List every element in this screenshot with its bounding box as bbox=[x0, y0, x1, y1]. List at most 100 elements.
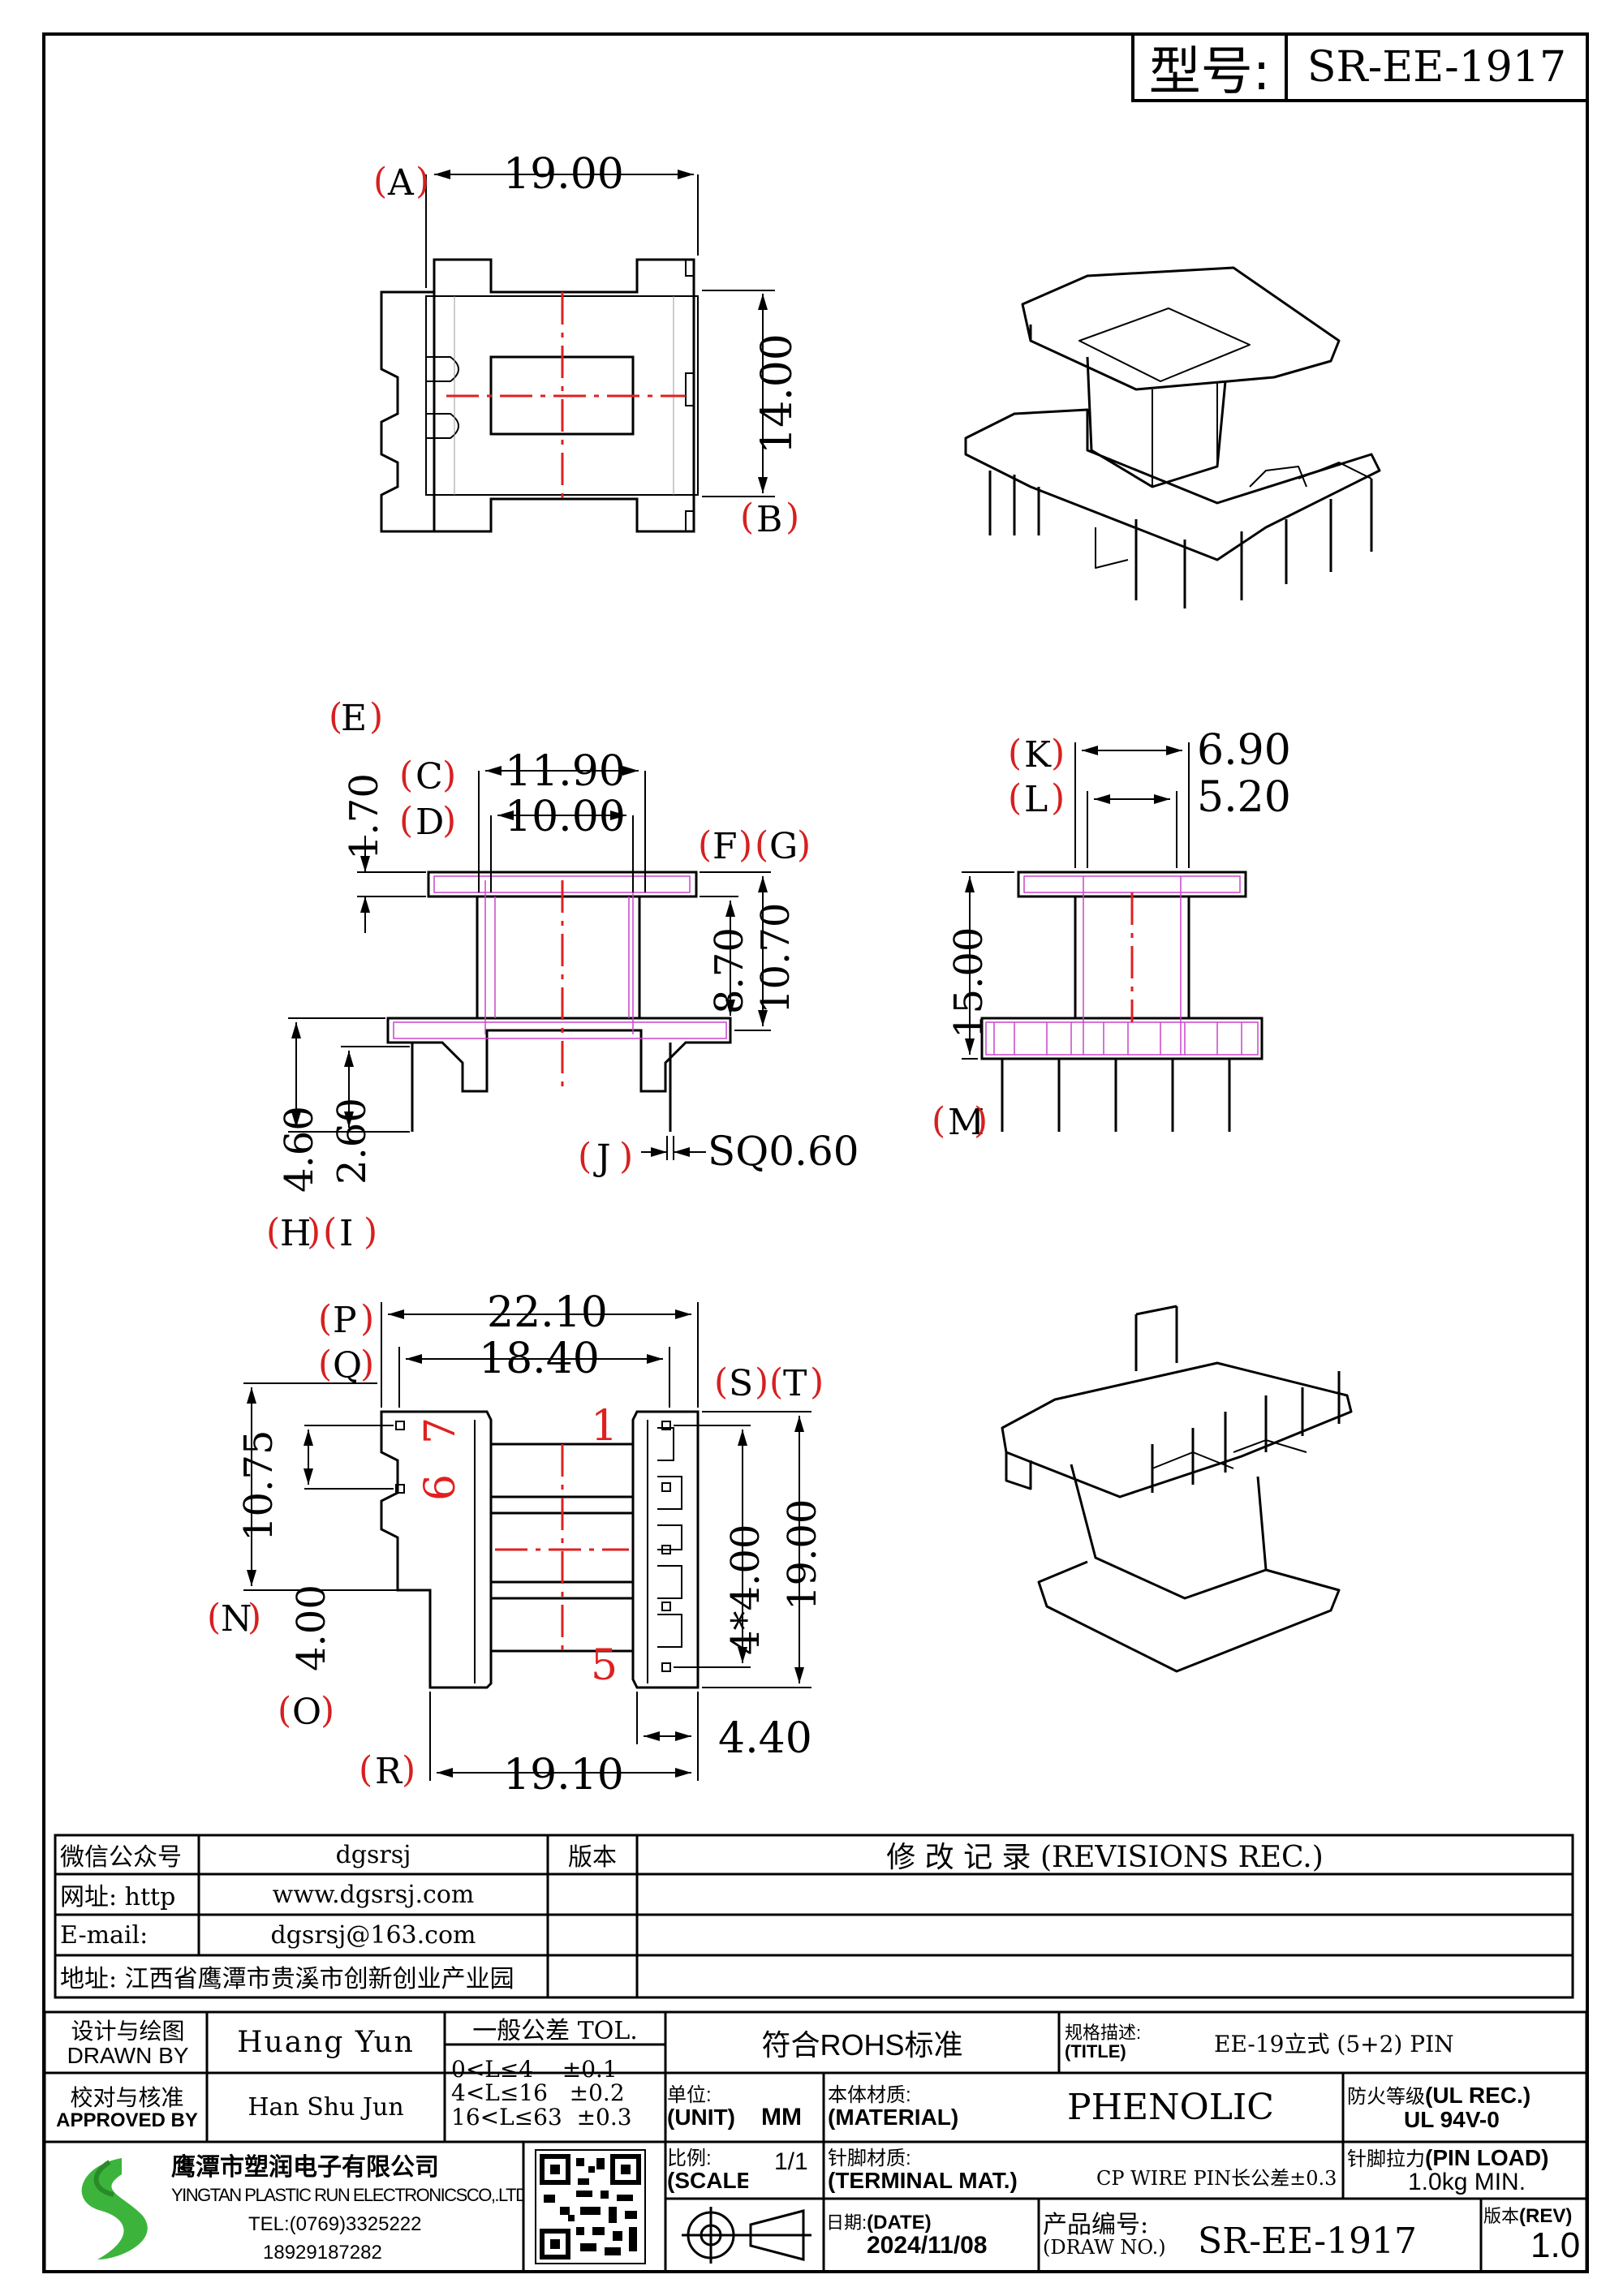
drawn-by-cn: 设计与绘图 bbox=[71, 2018, 185, 2045]
svg-text:): ) bbox=[619, 1136, 633, 1177]
isometric-view-bottom bbox=[1001, 1305, 1353, 1673]
dim-label-J: J bbox=[593, 1137, 611, 1179]
email-value: dgsrsj@163.com bbox=[270, 1920, 476, 1950]
approved-by-en: APPROVED BY bbox=[56, 2109, 198, 2131]
dim-label-S: S bbox=[729, 1363, 753, 1404]
dim-bottom-n: 4.00 bbox=[289, 1584, 334, 1671]
dim-side-k: 6.90 bbox=[1197, 726, 1291, 775]
pin-load: 针脚拉力(PIN LOAD) 1.0kg MIN. bbox=[1347, 2143, 1586, 2197]
wechat-value: dgsrsj bbox=[335, 1840, 411, 1869]
dim-label-T: T bbox=[783, 1363, 807, 1404]
svg-text:): ) bbox=[786, 497, 799, 538]
drawn-by-name: Huang Yun bbox=[237, 2026, 415, 2059]
drawn-by-en: DRAWN BY bbox=[67, 2042, 189, 2068]
qr-code bbox=[535, 2149, 646, 2264]
date-label-en: (DATE) bbox=[867, 2211, 932, 2234]
scale-label-cn: 比例: bbox=[667, 2147, 712, 2169]
company-name-cn: 鹰潭市塑润电子有限公司 bbox=[171, 2153, 439, 2181]
rev-value: 1.0 bbox=[1530, 2225, 1581, 2265]
draw-no-value: SR-EE-1917 bbox=[1198, 2221, 1418, 2262]
dim-front-g1: 8.70 bbox=[707, 927, 752, 1014]
pin-number-5: 5 bbox=[591, 1641, 618, 1690]
dim-front-e: 1.70 bbox=[342, 773, 387, 860]
terminal-label-en: (TERMINAL MAT.) bbox=[828, 2167, 1018, 2193]
svg-text:): ) bbox=[364, 1211, 377, 1253]
dim-label-K: K bbox=[1024, 734, 1052, 776]
wechat-label: 微信公众号 bbox=[60, 1843, 182, 1872]
svg-text:): ) bbox=[810, 1361, 824, 1403]
terminal-value: CP WIRE PIN长公差±0.3 bbox=[1096, 2167, 1337, 2190]
projection-symbol-icon bbox=[682, 2207, 812, 2264]
scale-label: 比例: (SCALE) bbox=[667, 2143, 748, 2197]
web-value: www.dgsrsj.com bbox=[272, 1880, 475, 1909]
side-view bbox=[980, 871, 1264, 1132]
drawn-by-label: 设计与绘图 DRAWN BY bbox=[49, 2014, 207, 2073]
material-label-en: (MATERIAL) bbox=[828, 2105, 959, 2130]
material-value: PHENOLIC bbox=[1067, 2087, 1274, 2128]
email-label: E-mail: bbox=[60, 1920, 149, 1950]
svg-text:): ) bbox=[974, 1100, 988, 1142]
dim-bottom-q: 18.40 bbox=[479, 1335, 600, 1383]
svg-text:(: ( bbox=[769, 1361, 783, 1403]
dim-label-O: O bbox=[292, 1692, 321, 1733]
company-tel: TEL:(0769)3325222 bbox=[248, 2213, 422, 2235]
fire-rating-value: UL 94V-0 bbox=[1404, 2106, 1500, 2132]
date-value: 2024/11/08 bbox=[867, 2231, 988, 2259]
svg-text:(: ( bbox=[1008, 733, 1022, 774]
rev-label-en: (REV) bbox=[1519, 2205, 1573, 2228]
scale-value: 1/1 bbox=[774, 2148, 808, 2175]
company-logo bbox=[81, 2158, 148, 2259]
pin-number-7: 7 bbox=[416, 1417, 465, 1444]
dim-label-E: E bbox=[341, 698, 367, 739]
front-view bbox=[386, 871, 732, 1132]
svg-text:): ) bbox=[1051, 733, 1065, 774]
bottom-view-centerlines bbox=[495, 1444, 629, 1655]
front-view-dimensions bbox=[288, 766, 771, 1160]
svg-text:): ) bbox=[738, 824, 752, 866]
fire-rating: 防火等级(UL REC.) UL 94V-0 bbox=[1347, 2075, 1586, 2140]
svg-text:): ) bbox=[369, 696, 383, 737]
svg-text:): ) bbox=[442, 800, 456, 841]
dim-bottom-t: 19.00 bbox=[780, 1499, 825, 1610]
side-view-dimensions bbox=[962, 742, 1190, 1060]
svg-text:(: ( bbox=[266, 1211, 280, 1253]
svg-text:(: ( bbox=[318, 1344, 332, 1385]
tolerance-title: 一般公差 TOL. bbox=[472, 2017, 638, 2044]
rev-label-cn: 版本 bbox=[1483, 2206, 1520, 2227]
svg-text:): ) bbox=[402, 1749, 415, 1791]
unit-label-en: (UNIT) bbox=[667, 2105, 735, 2130]
top-view-centerlines bbox=[446, 292, 686, 503]
dim-side-l: 5.20 bbox=[1197, 773, 1291, 822]
unit-label-cn: 单位: bbox=[667, 2084, 712, 2107]
svg-text:): ) bbox=[415, 161, 429, 202]
dim-front-j: SQ0.60 bbox=[708, 1128, 859, 1175]
svg-text:(: ( bbox=[359, 1749, 372, 1791]
svg-text:(: ( bbox=[399, 800, 413, 841]
model-number-box: 型号: SR-EE-1917 bbox=[1131, 32, 1589, 102]
svg-text:): ) bbox=[248, 1597, 261, 1638]
pin-load-cn: 针脚拉力 bbox=[1347, 2148, 1425, 2170]
svg-text:(: ( bbox=[373, 161, 387, 202]
unit-value: MM bbox=[761, 2104, 802, 2130]
svg-text:): ) bbox=[442, 755, 456, 796]
dim-top-width: 19.00 bbox=[503, 150, 624, 199]
svg-text:(: ( bbox=[755, 824, 768, 866]
info-table-grid bbox=[54, 1834, 1574, 1999]
isometric-view-top bbox=[964, 266, 1381, 608]
svg-text:(: ( bbox=[714, 1361, 728, 1403]
dim-label-N: N bbox=[221, 1598, 252, 1640]
dim-label-I: I bbox=[339, 1213, 353, 1254]
svg-text:): ) bbox=[1051, 777, 1065, 819]
model-value: SR-EE-1917 bbox=[1307, 43, 1567, 92]
pin-number-6: 6 bbox=[416, 1474, 465, 1501]
side-view-hidden bbox=[985, 875, 1259, 1056]
scale-label-en: (SCALE) bbox=[667, 2167, 748, 2193]
approved-by-cn: 校对与核准 bbox=[70, 2084, 184, 2112]
svg-text:): ) bbox=[797, 824, 811, 866]
draw-no-en: (DRAW NO.) bbox=[1043, 2236, 1166, 2259]
dim-label-M: M bbox=[948, 1102, 984, 1143]
svg-text:(: ( bbox=[318, 1298, 332, 1339]
svg-text:): ) bbox=[360, 1298, 374, 1339]
dim-bottom-s: 4.40 bbox=[718, 1714, 812, 1763]
